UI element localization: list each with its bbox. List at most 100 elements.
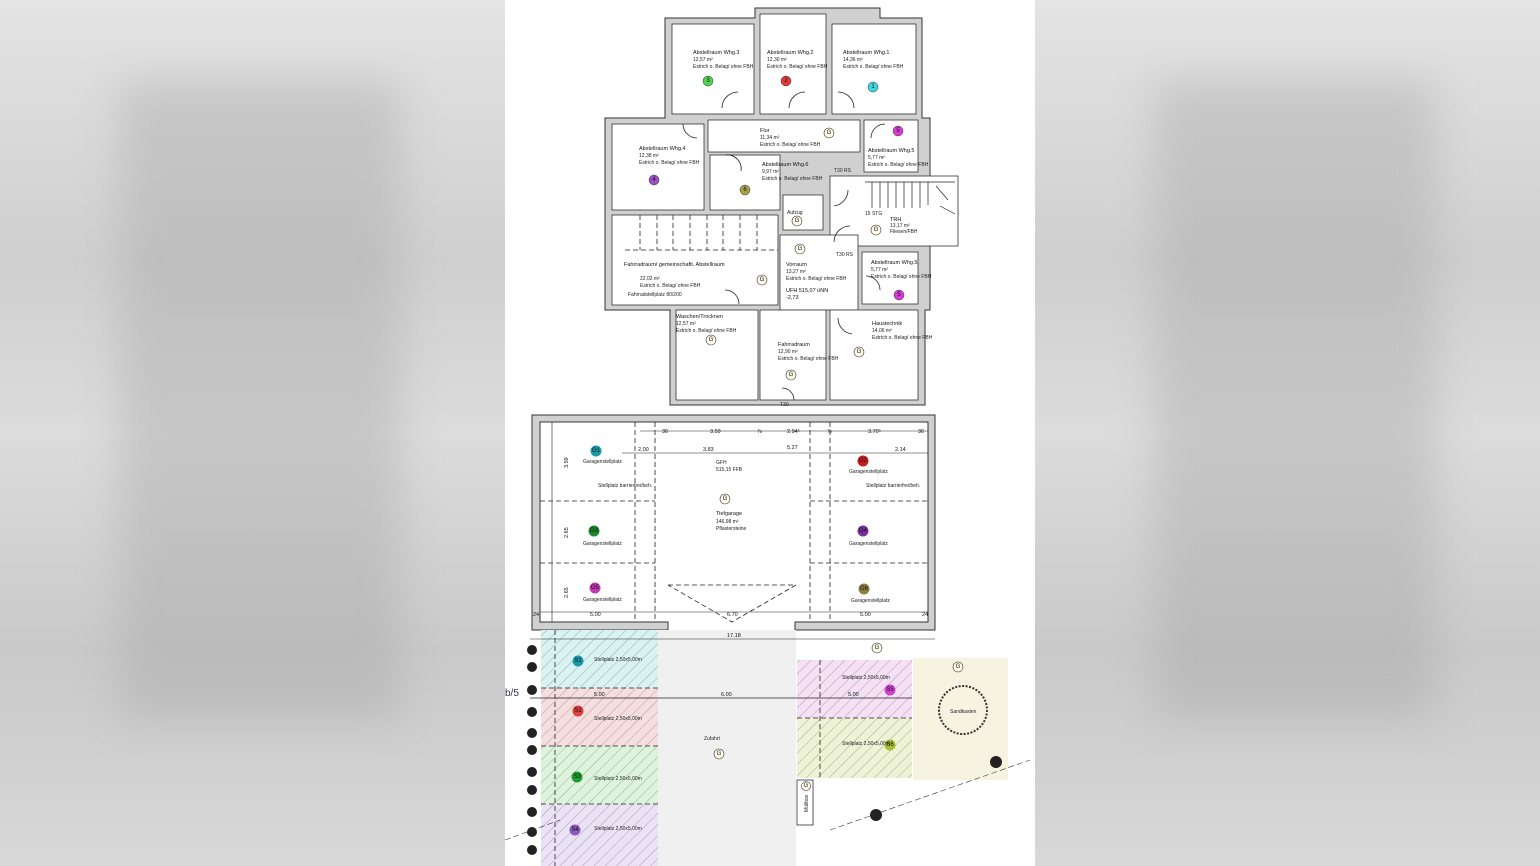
parking-spot-S4: S4 Stellplatz 2,50x5,00m bbox=[541, 804, 658, 866]
room-label: Fahrradraum/ gemeinschaftl. Abstellraum bbox=[624, 262, 725, 268]
side-label: b/5 bbox=[505, 688, 519, 699]
room-area: 13,27 m² bbox=[786, 269, 806, 275]
marker-label: G bbox=[875, 645, 880, 651]
marker-label: G bbox=[760, 277, 765, 283]
dimension: 5.00 bbox=[594, 692, 605, 698]
marker-label: Stellplatz 2,50x5,00m bbox=[594, 826, 642, 832]
marker-label: S4 bbox=[571, 827, 579, 833]
garage-note: Pflastersteine bbox=[716, 526, 747, 532]
room-label: Abstellraum Whg.2 bbox=[767, 50, 813, 56]
barrier-free-label: Stellplatz barrierfrei/beh. bbox=[866, 483, 920, 489]
marker-whg1 bbox=[867, 81, 879, 93]
room-label: TRH bbox=[890, 217, 901, 223]
marker-label: G bbox=[789, 372, 794, 378]
room-label: Abstellraum Whg.6 bbox=[762, 162, 808, 168]
marker-label: G bbox=[798, 246, 803, 252]
driveway-label: Zufahrt bbox=[704, 736, 720, 742]
dimension: 3.83 bbox=[703, 447, 714, 453]
room-label: Fahrradraum bbox=[778, 342, 810, 348]
marker-label: S2 bbox=[574, 708, 582, 714]
room-trh bbox=[829, 175, 959, 247]
dimension: 6.00 bbox=[721, 692, 732, 698]
dimension: 2.65 bbox=[564, 527, 570, 538]
dimension: 2.14 bbox=[895, 447, 906, 453]
garage-label: Tiefgarage bbox=[716, 511, 742, 517]
room-haustechnik bbox=[829, 309, 919, 401]
room-abstellraum-whg5b bbox=[861, 251, 919, 305]
door-label: T30 bbox=[780, 402, 789, 408]
dimension: 24 bbox=[922, 612, 928, 618]
garage-area: 146,98 m² bbox=[716, 519, 739, 525]
marker-label: G bbox=[795, 218, 800, 224]
marker-label: Garagenstellplatz bbox=[583, 541, 622, 547]
room-area: 11,34 m² bbox=[760, 135, 780, 141]
dimension: 2.94⁵ bbox=[787, 428, 800, 435]
dimension-total: 17.18 bbox=[727, 633, 741, 639]
marker-label: S6 bbox=[886, 742, 894, 748]
parking-spot-S5: S5 Stellplatz 2,50x5,00m bbox=[797, 660, 912, 718]
room-area: 12,30 m² bbox=[767, 57, 787, 63]
bin-label: Müllbox bbox=[804, 794, 810, 812]
room-flur bbox=[707, 119, 861, 153]
marker-whg5a bbox=[892, 125, 904, 137]
dimension: 36 bbox=[918, 429, 924, 435]
dimension: 5.27 bbox=[787, 445, 798, 451]
dimension: 36 bbox=[662, 429, 668, 435]
room-aufzug bbox=[782, 194, 824, 231]
room-label: Abstellraum Whg.3 bbox=[693, 50, 739, 56]
marker-label: 2 bbox=[784, 78, 788, 84]
room-area: 14,06 m² bbox=[872, 328, 892, 334]
marker-label: Garagenstellplatz bbox=[583, 597, 622, 603]
room-area: 13,17 m² bbox=[890, 223, 910, 229]
room-area: 9,97 m² bbox=[762, 169, 779, 175]
marker-label: S5 bbox=[886, 687, 894, 693]
marker-label: G bbox=[709, 337, 714, 343]
bike-stall-lines bbox=[625, 215, 778, 251]
marker-whg3 bbox=[702, 75, 714, 87]
room-note: Estrich o. Belag/ ohne FBH bbox=[868, 162, 929, 168]
room-note: Estrich o. Belag/ ohne FBH bbox=[843, 64, 904, 70]
room-vorraum bbox=[779, 234, 859, 311]
room-markers: 3 2 1 4 6 5 5 GGG GGG GG bbox=[648, 75, 905, 381]
room-note: Estrich o. Belag/ ohne FBH bbox=[762, 176, 823, 182]
marker-label: G6 bbox=[860, 586, 869, 592]
room-abstellraum-whg3 bbox=[671, 23, 755, 115]
marker-whg2 bbox=[780, 75, 792, 87]
room-area: 14,36 m² bbox=[843, 57, 863, 63]
room-note: Estrich o. Belag/ ohne FBH bbox=[639, 160, 700, 166]
room-area: 12,90 m² bbox=[778, 349, 798, 355]
room-fahrradraum bbox=[611, 214, 779, 306]
marker-label: Stellplatz 2,50x5,00m bbox=[594, 716, 642, 722]
marker-whg6 bbox=[739, 184, 751, 196]
room-note: Estrich o. Belag/ ohne FBH bbox=[767, 64, 828, 70]
building-walls bbox=[604, 7, 959, 406]
marker-label: Garagenstellplatz bbox=[849, 541, 888, 547]
marker-label: Stellplatz 2,50x5,00m bbox=[842, 675, 890, 681]
garage-level: GFH bbox=[716, 460, 727, 466]
room-abstellraum-whg6 bbox=[709, 154, 781, 211]
room-note: Estrich o. Belag/ ohne FBH bbox=[693, 64, 754, 70]
room-label: Waschen/Trocknen bbox=[676, 314, 723, 320]
dimension: 3.59 bbox=[710, 429, 721, 435]
marker-label: G bbox=[717, 751, 722, 757]
marker-whg5b bbox=[893, 289, 905, 301]
room-note: Fliesen/FBH bbox=[890, 229, 918, 235]
room-label: Aufzug bbox=[787, 210, 803, 216]
underground-garage: 36 3.59 ⅞ 2.94⁵ ⅞ 3.70⁵ 36 2.00 3.83 5.2… bbox=[531, 414, 936, 631]
room-area: 12,38 m² bbox=[639, 153, 659, 159]
dimension: ⅞ bbox=[827, 429, 832, 435]
room-extra: Fahrradstellplatz 80/200 bbox=[628, 292, 682, 298]
marker-label: G4 bbox=[859, 528, 868, 534]
blurred-background-left bbox=[0, 0, 505, 866]
room-label: Vorraum bbox=[786, 262, 807, 268]
barrier-free-label: Stellplatz barrierfrei/beh. bbox=[598, 483, 652, 489]
room-label: Abstellraum Whg.5 bbox=[868, 148, 914, 154]
hedge-icons bbox=[527, 645, 1002, 855]
